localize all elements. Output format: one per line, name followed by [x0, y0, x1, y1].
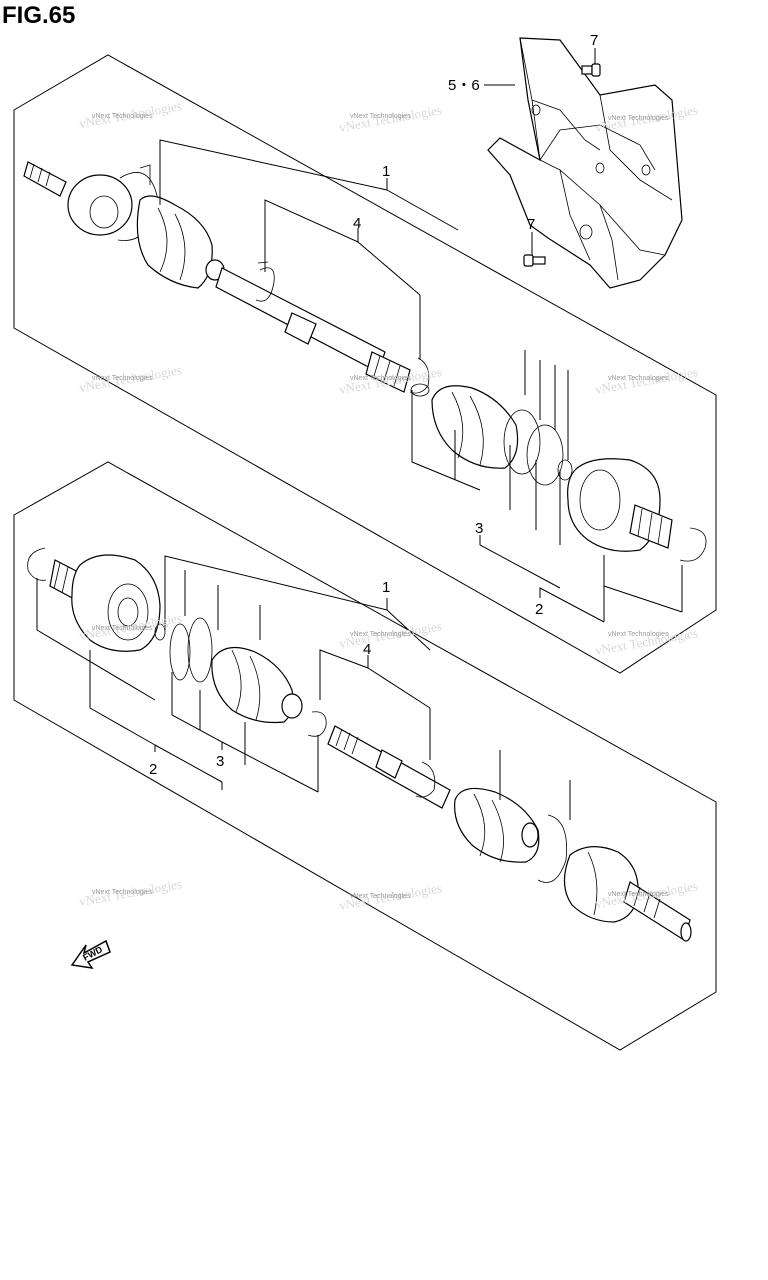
bolt-bottom — [523, 254, 546, 267]
callout-upper-shaft: 4 — [353, 215, 361, 232]
callout-upper-boot-kit: 3 — [475, 520, 483, 537]
figure-title: FIG.65 — [2, 2, 76, 29]
lower-leaders — [36, 555, 571, 820]
callout-lower-joint-set: 2 — [149, 761, 157, 778]
callout-upper-assembly: 1 — [382, 163, 390, 180]
callout-lower-assembly: 1 — [382, 579, 390, 596]
svg-text:vNext Technologies: vNext Technologies — [92, 113, 153, 120]
callout-lower-boot-kit: 3 — [216, 753, 224, 770]
upper-assembly-frame — [13, 54, 717, 674]
svg-text:vNext Technologies: vNext Technologies — [350, 893, 411, 900]
arrow-left-down-icon: FWD — [70, 939, 111, 969]
bolt-top — [581, 63, 601, 77]
svg-text:vNext Technologies: vNext Technologies — [608, 375, 669, 382]
svg-text:vNext Technologies: vNext Technologies — [92, 625, 153, 632]
svg-text:vNext Technologies: vNext Technologies — [608, 115, 669, 122]
callout-bolt-top: 7 — [590, 32, 598, 49]
bracket-part — [487, 37, 683, 289]
svg-text:vNext Technologies: vNext Technologies — [350, 113, 411, 120]
svg-text:vNext Technologies: vNext Technologies — [608, 891, 669, 898]
callout-bracket: 5・6 — [448, 77, 480, 94]
svg-text:vNext Technologies: vNext Technologies — [92, 889, 153, 896]
callout-lower-shaft: 4 — [363, 641, 371, 658]
lower-driveshaft — [27, 547, 692, 942]
svg-text:vNext Technologies: vNext Technologies — [92, 375, 153, 382]
callout-bolt-bottom: 7 — [527, 216, 535, 233]
lower-assembly-frame — [13, 461, 717, 1051]
upper-leaders — [159, 139, 683, 623]
svg-text:vNext Technologies: vNext Technologies — [350, 375, 411, 382]
upper-driveshaft — [23, 161, 707, 562]
svg-text:vNext Technologies: vNext Technologies — [608, 631, 669, 638]
callout-upper-joint-set: 2 — [535, 601, 543, 618]
svg-text:vNext Technologies: vNext Technologies — [350, 631, 411, 638]
